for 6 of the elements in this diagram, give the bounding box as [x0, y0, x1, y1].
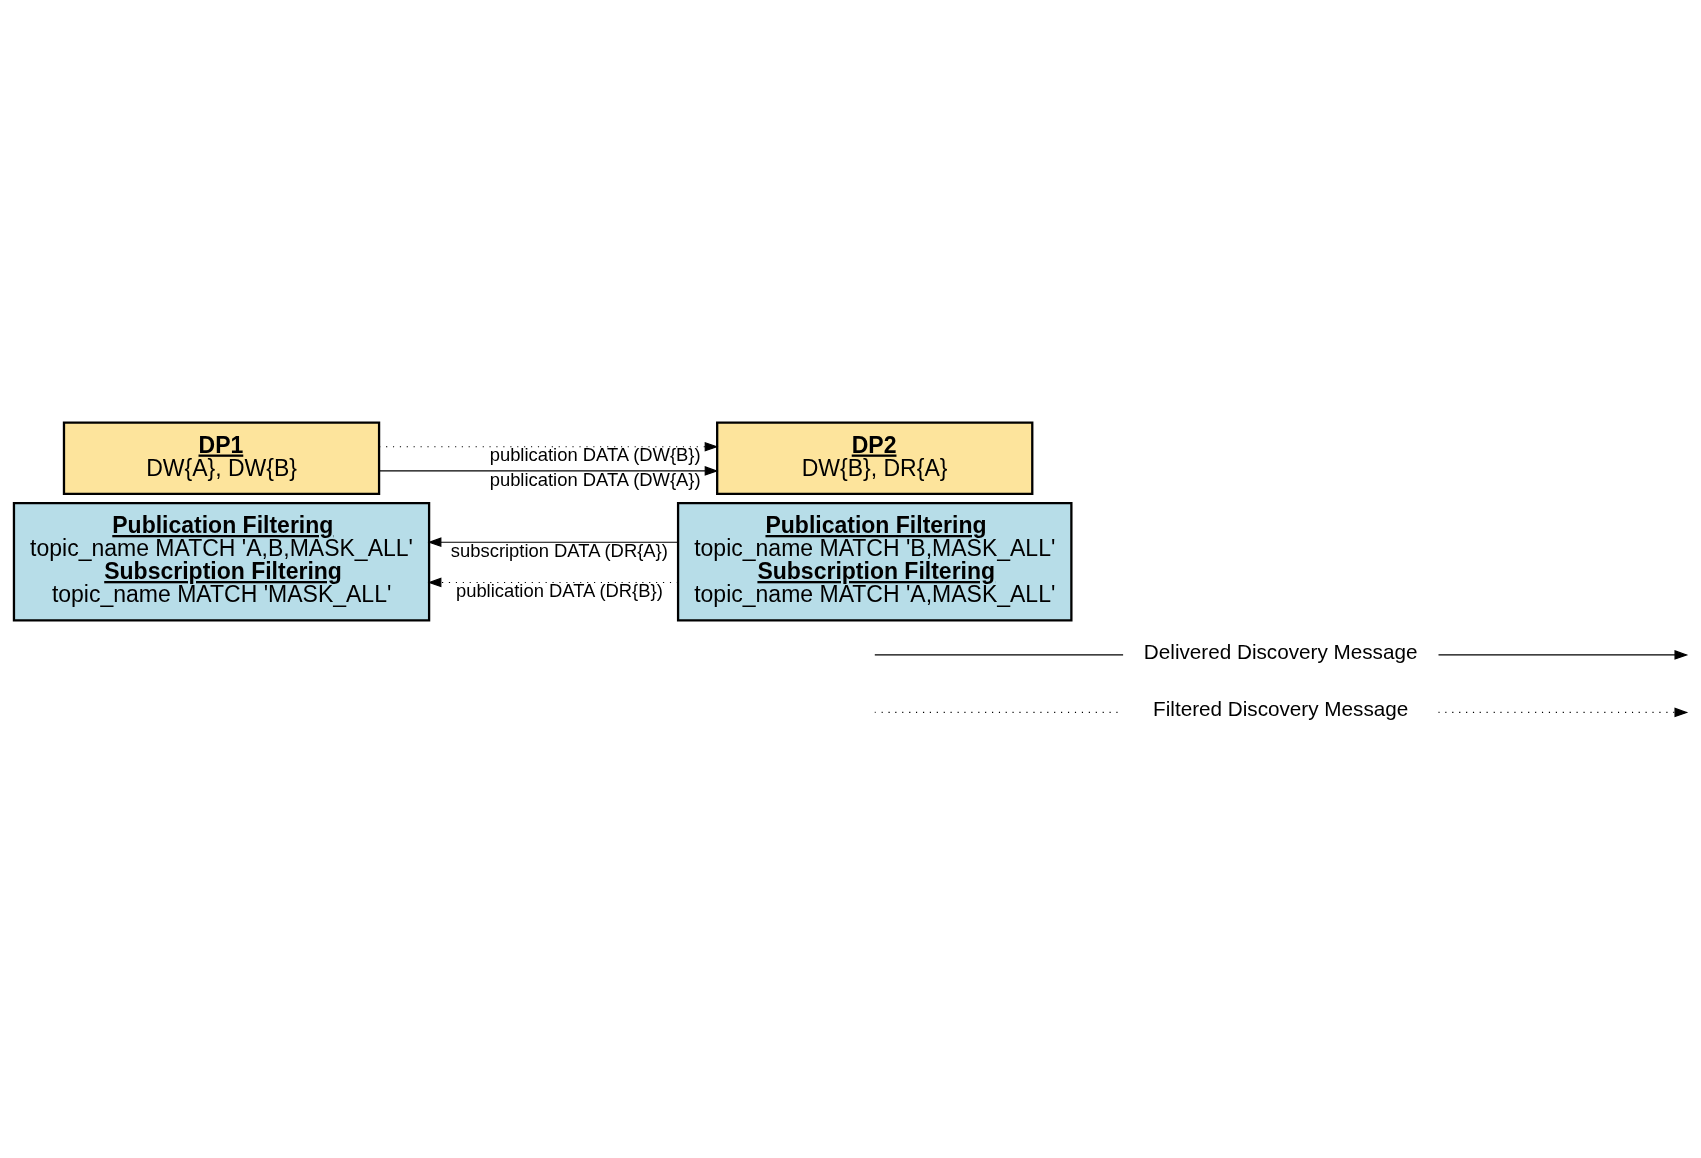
edge-label: publication DATA (DW{B}) — [489, 444, 701, 466]
legend-label: Filtered Discovery Message — [1153, 697, 1409, 721]
edge-label: publication DATA (DR{B}) — [455, 580, 663, 602]
edge-label: subscription DATA (DR{A}) — [450, 539, 668, 561]
legend-label: Delivered Discovery Message — [1143, 639, 1418, 663]
edge-label: publication DATA (DW{A}) — [489, 468, 701, 490]
